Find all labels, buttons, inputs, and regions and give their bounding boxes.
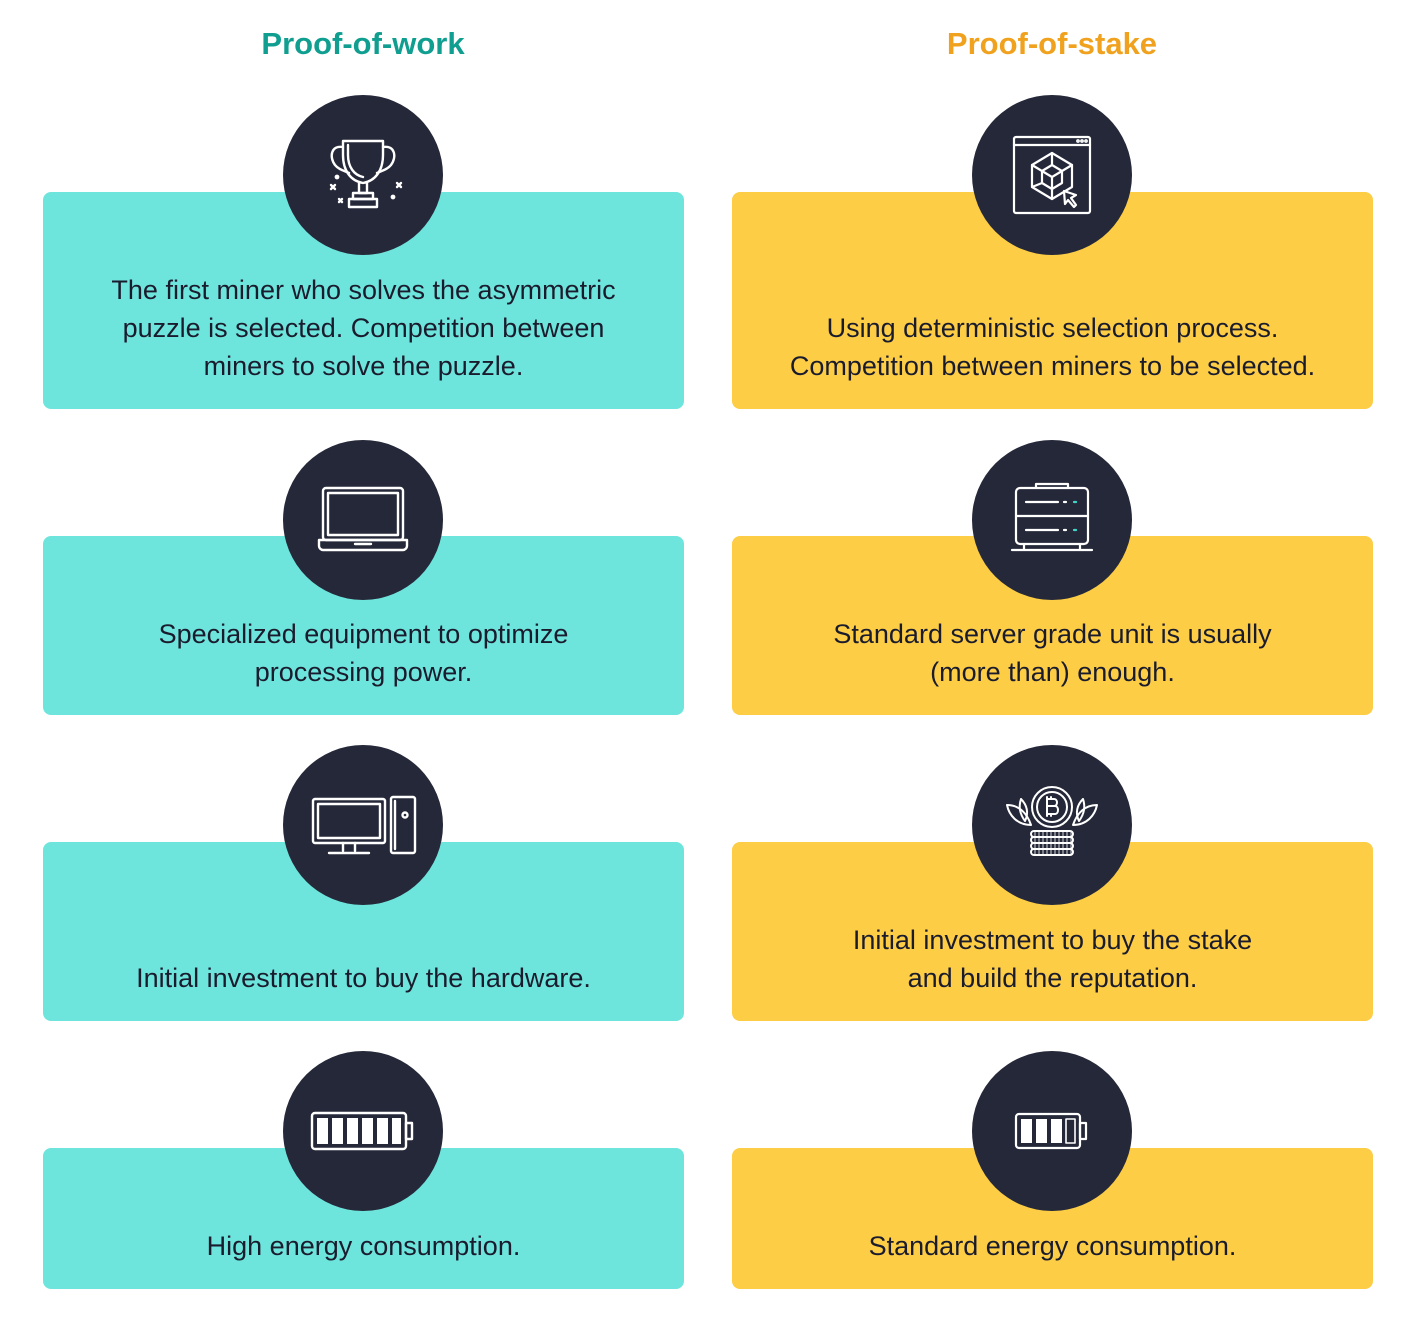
laptop-icon	[317, 486, 409, 552]
pow-badge-2	[283, 440, 443, 600]
browser-cube-icon	[1012, 135, 1092, 215]
pos-card-selection-text: Using deterministic selection process. C…	[789, 313, 1316, 381]
pow-card-investment-text: Initial investment to buy the hardware.	[136, 963, 591, 993]
pos-badge-2	[972, 440, 1132, 600]
server-icon	[1010, 482, 1094, 552]
bitcoin-stake-icon	[1006, 786, 1098, 856]
pow-card-selection-text: The first miner who solves the asymmetri…	[111, 275, 616, 381]
pow-badge-1	[283, 95, 443, 255]
pow-card-equipment-text: Specialized equipment to optimize proces…	[158, 619, 569, 687]
pos-card-stake-text: Initial investment to buy the stake and …	[852, 925, 1253, 993]
pow-badge-4	[283, 1051, 443, 1211]
pos-badge-4	[972, 1051, 1132, 1211]
pos-card-energy-text: Standard energy consumption.	[868, 1231, 1237, 1261]
battery-partial-icon	[1014, 1112, 1088, 1150]
pow-card-energy-text: High energy consumption.	[206, 1231, 521, 1261]
battery-full-icon	[310, 1111, 414, 1151]
pos-column-title: Proof-of-stake	[946, 26, 1158, 61]
pos-card-server-text: Standard server grade unit is usually (m…	[833, 619, 1272, 687]
pow-column-title: Proof-of-work	[261, 26, 465, 61]
pow-badge-3	[283, 745, 443, 905]
desktop-computer-icon	[311, 795, 417, 855]
pow-card-investment: Initial investment to buy the hardware.	[43, 842, 684, 1021]
pos-badge-3	[972, 745, 1132, 905]
trophy-icon	[329, 139, 403, 209]
pos-badge-1	[972, 95, 1132, 255]
